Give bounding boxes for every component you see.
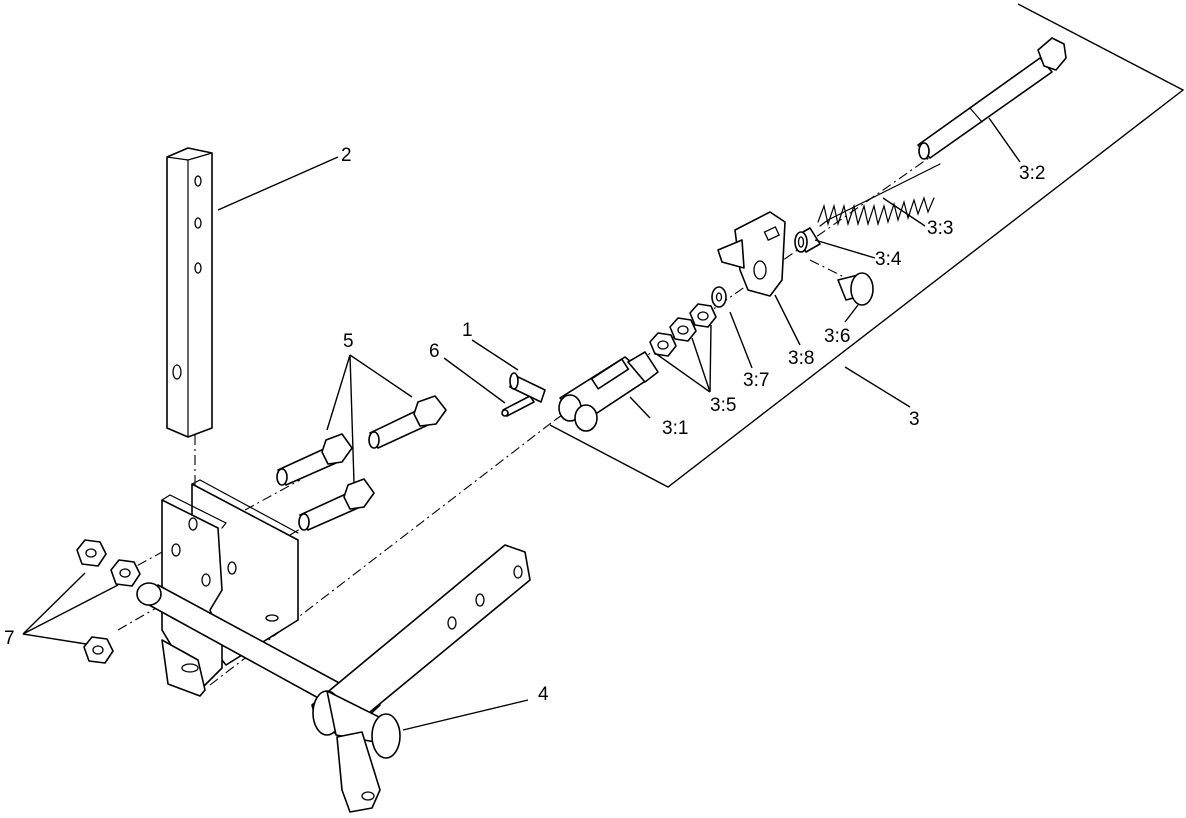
assembly-3-bracket — [549, 3, 1185, 488]
part-3-7-washer — [711, 286, 727, 308]
callout-3-2: 3:2 — [1019, 163, 1045, 184]
callout-5: 5 — [343, 331, 354, 352]
part-7-lock-nuts — [76, 539, 141, 664]
callout-4: 4 — [538, 684, 549, 705]
callout-2: 2 — [341, 145, 352, 166]
part-3-1-clevis — [558, 351, 659, 432]
callout-3-6: 3:6 — [824, 326, 850, 347]
leader-lines — [22, 117, 1021, 731]
callout-1: 1 — [462, 320, 473, 341]
part-3-6-pin — [837, 272, 874, 306]
part-2-square-tube — [166, 147, 213, 438]
callout-7: 7 — [4, 628, 15, 649]
callout-3-4: 3:4 — [875, 249, 902, 270]
part-3-8-bracket — [717, 211, 786, 297]
callout-3-7: 3:7 — [743, 370, 769, 391]
part-3-5-hex-nuts — [649, 303, 717, 357]
part-1-clevis-pin — [509, 372, 546, 403]
callout-3: 3 — [909, 409, 920, 430]
callout-labels: 2 5 1 6 7 4 3 3:1 3:5 3:7 3:8 3:6 3:4 3:… — [4, 145, 1045, 705]
callout-3-1: 3:1 — [662, 418, 688, 439]
part-3-4-bushing — [794, 227, 821, 253]
part-6-cotter-pin — [501, 395, 535, 417]
part-5-bolts — [276, 395, 447, 531]
callout-3-3: 3:3 — [927, 218, 953, 239]
part-3-2-long-bolt — [917, 37, 1067, 160]
part-4-bracket-shaft — [136, 479, 531, 813]
part-3-3-spring — [817, 163, 941, 227]
callout-6: 6 — [429, 341, 440, 362]
callout-3-8: 3:8 — [788, 348, 814, 369]
callout-3-5: 3:5 — [710, 395, 736, 416]
